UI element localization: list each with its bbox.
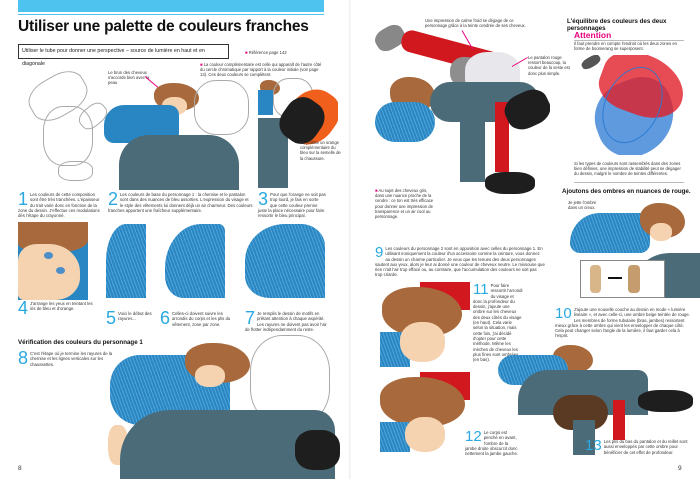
step-number: 1: [18, 189, 29, 209]
page-title: Utiliser une palette de couleurs franche…: [18, 18, 309, 35]
step-text: Voici le début des rayures...: [118, 311, 152, 322]
base-colors-illustration: [104, 75, 249, 190]
step-text: J'arrange les yeux en teintant les iris …: [30, 301, 93, 312]
bullet-icon: ■: [200, 62, 204, 67]
section-heading-balance: L'équilibre des couleurs des deux person…: [567, 18, 667, 32]
step-text: Les couleurs du personnage 2 sont en opp…: [375, 246, 545, 278]
step-text: Le corps est penché en avant, l'ombre de…: [465, 430, 519, 457]
page-number-left: 8: [18, 465, 22, 472]
eyes-closeup-illustration: [18, 222, 88, 300]
step-number: 7: [245, 308, 256, 328]
step-text: C'est l'étape où je termine les rayures …: [30, 351, 113, 367]
stripes-complete-illustration: [245, 224, 325, 298]
step-number: 3: [258, 189, 269, 209]
grey-calm-note: Une impression de calme froid se dégage …: [425, 18, 526, 29]
stripes-start-illustration: [106, 224, 146, 298]
step-number: 5: [106, 308, 117, 328]
step-text: Pour que l'orange ne soit pas trop lourd…: [258, 192, 326, 219]
red-pants-note: Le pantalon rouge ressort beaucoup, la c…: [528, 55, 570, 76]
character-1-final-illustration: [100, 335, 340, 479]
stripes-folds-illustration: [165, 224, 225, 298]
step-number: 13: [585, 437, 602, 454]
character-final-shading-illustration: [498, 345, 698, 455]
step-number: 9: [375, 244, 384, 261]
step-text: Celles-ci doivent suivre les arrondis du…: [172, 311, 231, 327]
boomerang-zones-diagram: [575, 55, 695, 155]
section-heading-check: Vérification des couleurs du personnage …: [18, 339, 143, 346]
bullet-icon: ■: [375, 188, 379, 193]
grey-hair-text: Au sujet des cheveux gris, dans une nuan…: [375, 188, 434, 220]
reference-text: Référence page 142: [248, 50, 287, 55]
section-heading-red-shadows: Ajoutons des ombres en nuances de rouge.: [562, 188, 691, 195]
left-page: Utiliser une palette de couleurs franche…: [18, 0, 341, 479]
grey-hair-note: ■ Au sujet des cheveux gris, dans une nu…: [375, 188, 435, 219]
page-gutter: [349, 0, 351, 479]
complementary-note: ■ La couleur complémentaire est celle qu…: [200, 62, 325, 78]
step-number: 4: [18, 298, 29, 318]
step-text: Pour faire ressortir l'arrondi du visage…: [473, 283, 523, 363]
header-banner: [18, 0, 324, 12]
step-text: Je remplis le dessin de motifs en prêtan…: [245, 311, 327, 332]
step-number: 10: [555, 305, 572, 322]
face-shadow-closeup-bottom: [380, 372, 470, 452]
reference-note: ■ Référence page 142: [245, 50, 287, 55]
step-number: 12: [465, 428, 482, 445]
step-number: 2: [108, 189, 119, 209]
subtitle-box: Utiliser le tube pour donner une perspec…: [18, 44, 229, 67]
red-shadow-illustration: [550, 198, 700, 298]
lineart-sketch-illustration: [18, 66, 108, 191]
header-rule: [18, 14, 324, 15]
step-number: 8: [18, 348, 29, 368]
orange-sole-illustration: [258, 78, 338, 188]
balance-caption: Si les types de couleurs sont rassemblés…: [574, 161, 681, 177]
step-number: 11: [473, 281, 489, 298]
bullet-icon: ■: [245, 50, 249, 55]
hair-note: Le brun des cheveux s'accorde bien avec …: [108, 70, 150, 86]
complementary-text: La couleur complémentaire est celle qui …: [200, 62, 322, 78]
step-text: Les plis du bas du pantalon et du reille…: [603, 439, 688, 455]
attention-label: Attention: [574, 30, 612, 40]
step-text: J'ajoute une nouvelle couche au dessin e…: [555, 307, 691, 339]
character-2-illustration: [375, 22, 550, 197]
balance-rule: [574, 182, 684, 183]
shadow-hollow-note: Je jette l'ombre dans un creux.: [568, 200, 597, 211]
step-text: Les couleurs de base du personnage 1 : l…: [108, 192, 253, 213]
attention-rule: [574, 40, 684, 41]
step-number: 6: [160, 308, 171, 328]
step-text: Les couleurs de cette composition sont ê…: [18, 192, 100, 219]
orange-sole-note: Ici, j'utilise un orange complémentaire …: [300, 140, 341, 161]
right-page: Une impression de calme froid se dégage …: [350, 0, 700, 479]
attention-text: Il faut prendre en compte l'endroit où l…: [574, 41, 677, 52]
face-shadow-closeup-top: [380, 282, 470, 367]
page-number-right: 9: [678, 465, 682, 472]
